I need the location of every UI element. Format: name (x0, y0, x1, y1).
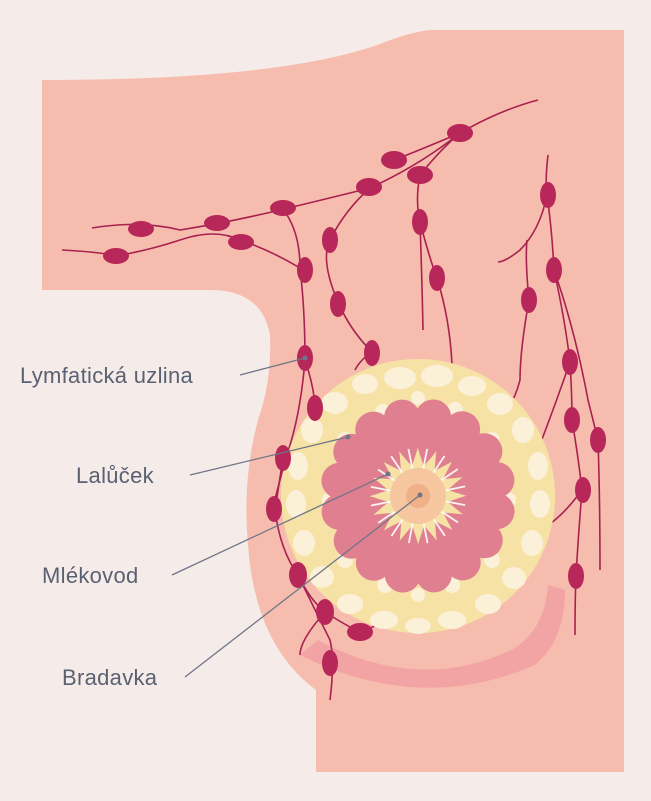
lymph-node (266, 496, 282, 522)
lymph-node (356, 178, 382, 196)
lymph-node (204, 215, 230, 231)
lymph-node (322, 227, 338, 253)
lymph-node (447, 124, 473, 142)
lobule (333, 433, 393, 480)
lymph-node (297, 257, 313, 283)
lobule (415, 525, 452, 593)
lymph-node (429, 265, 445, 291)
lobules (321, 399, 515, 593)
lymph-node (407, 166, 433, 184)
lymph-node (546, 257, 562, 283)
label-nipple: Bradavka (62, 665, 158, 690)
lobule (443, 512, 503, 559)
lymph-node (540, 182, 556, 208)
lobule (447, 462, 515, 499)
lymph-node (590, 427, 606, 453)
label-milk-duct: Mlékovod (42, 563, 139, 588)
lymph-node (322, 650, 338, 676)
lymph-node (412, 209, 428, 235)
lymph-node (347, 623, 373, 641)
lymph-node (330, 291, 346, 317)
lymph-node (128, 221, 154, 237)
label-lymph-node: Lymfatická uzlina (20, 363, 193, 388)
lymph-node (568, 563, 584, 589)
lobule (384, 525, 422, 593)
lymph-node (562, 349, 578, 375)
fat-cells (286, 365, 550, 634)
lymph-node (316, 599, 334, 625)
lobule (355, 521, 402, 581)
lymph-node (103, 248, 129, 264)
lymph-node (289, 562, 307, 588)
lymph-node (521, 287, 537, 313)
lobule (434, 411, 481, 471)
lobule (321, 493, 389, 530)
label-lobule: Lalůček (76, 463, 155, 488)
lymph-node (228, 234, 254, 250)
lobule (447, 492, 515, 530)
lymph-node (275, 445, 291, 471)
lymph-node (270, 200, 296, 216)
lymph-node (364, 340, 380, 366)
lymph-node (307, 395, 323, 421)
breast-fold-shadow (300, 585, 565, 688)
lymph-node (564, 407, 580, 433)
lobule (414, 399, 452, 467)
lobule (321, 462, 389, 500)
lobule (384, 399, 421, 467)
leader-lines (171, 355, 423, 678)
lymph-node (381, 151, 407, 169)
lymph-node (575, 477, 591, 503)
